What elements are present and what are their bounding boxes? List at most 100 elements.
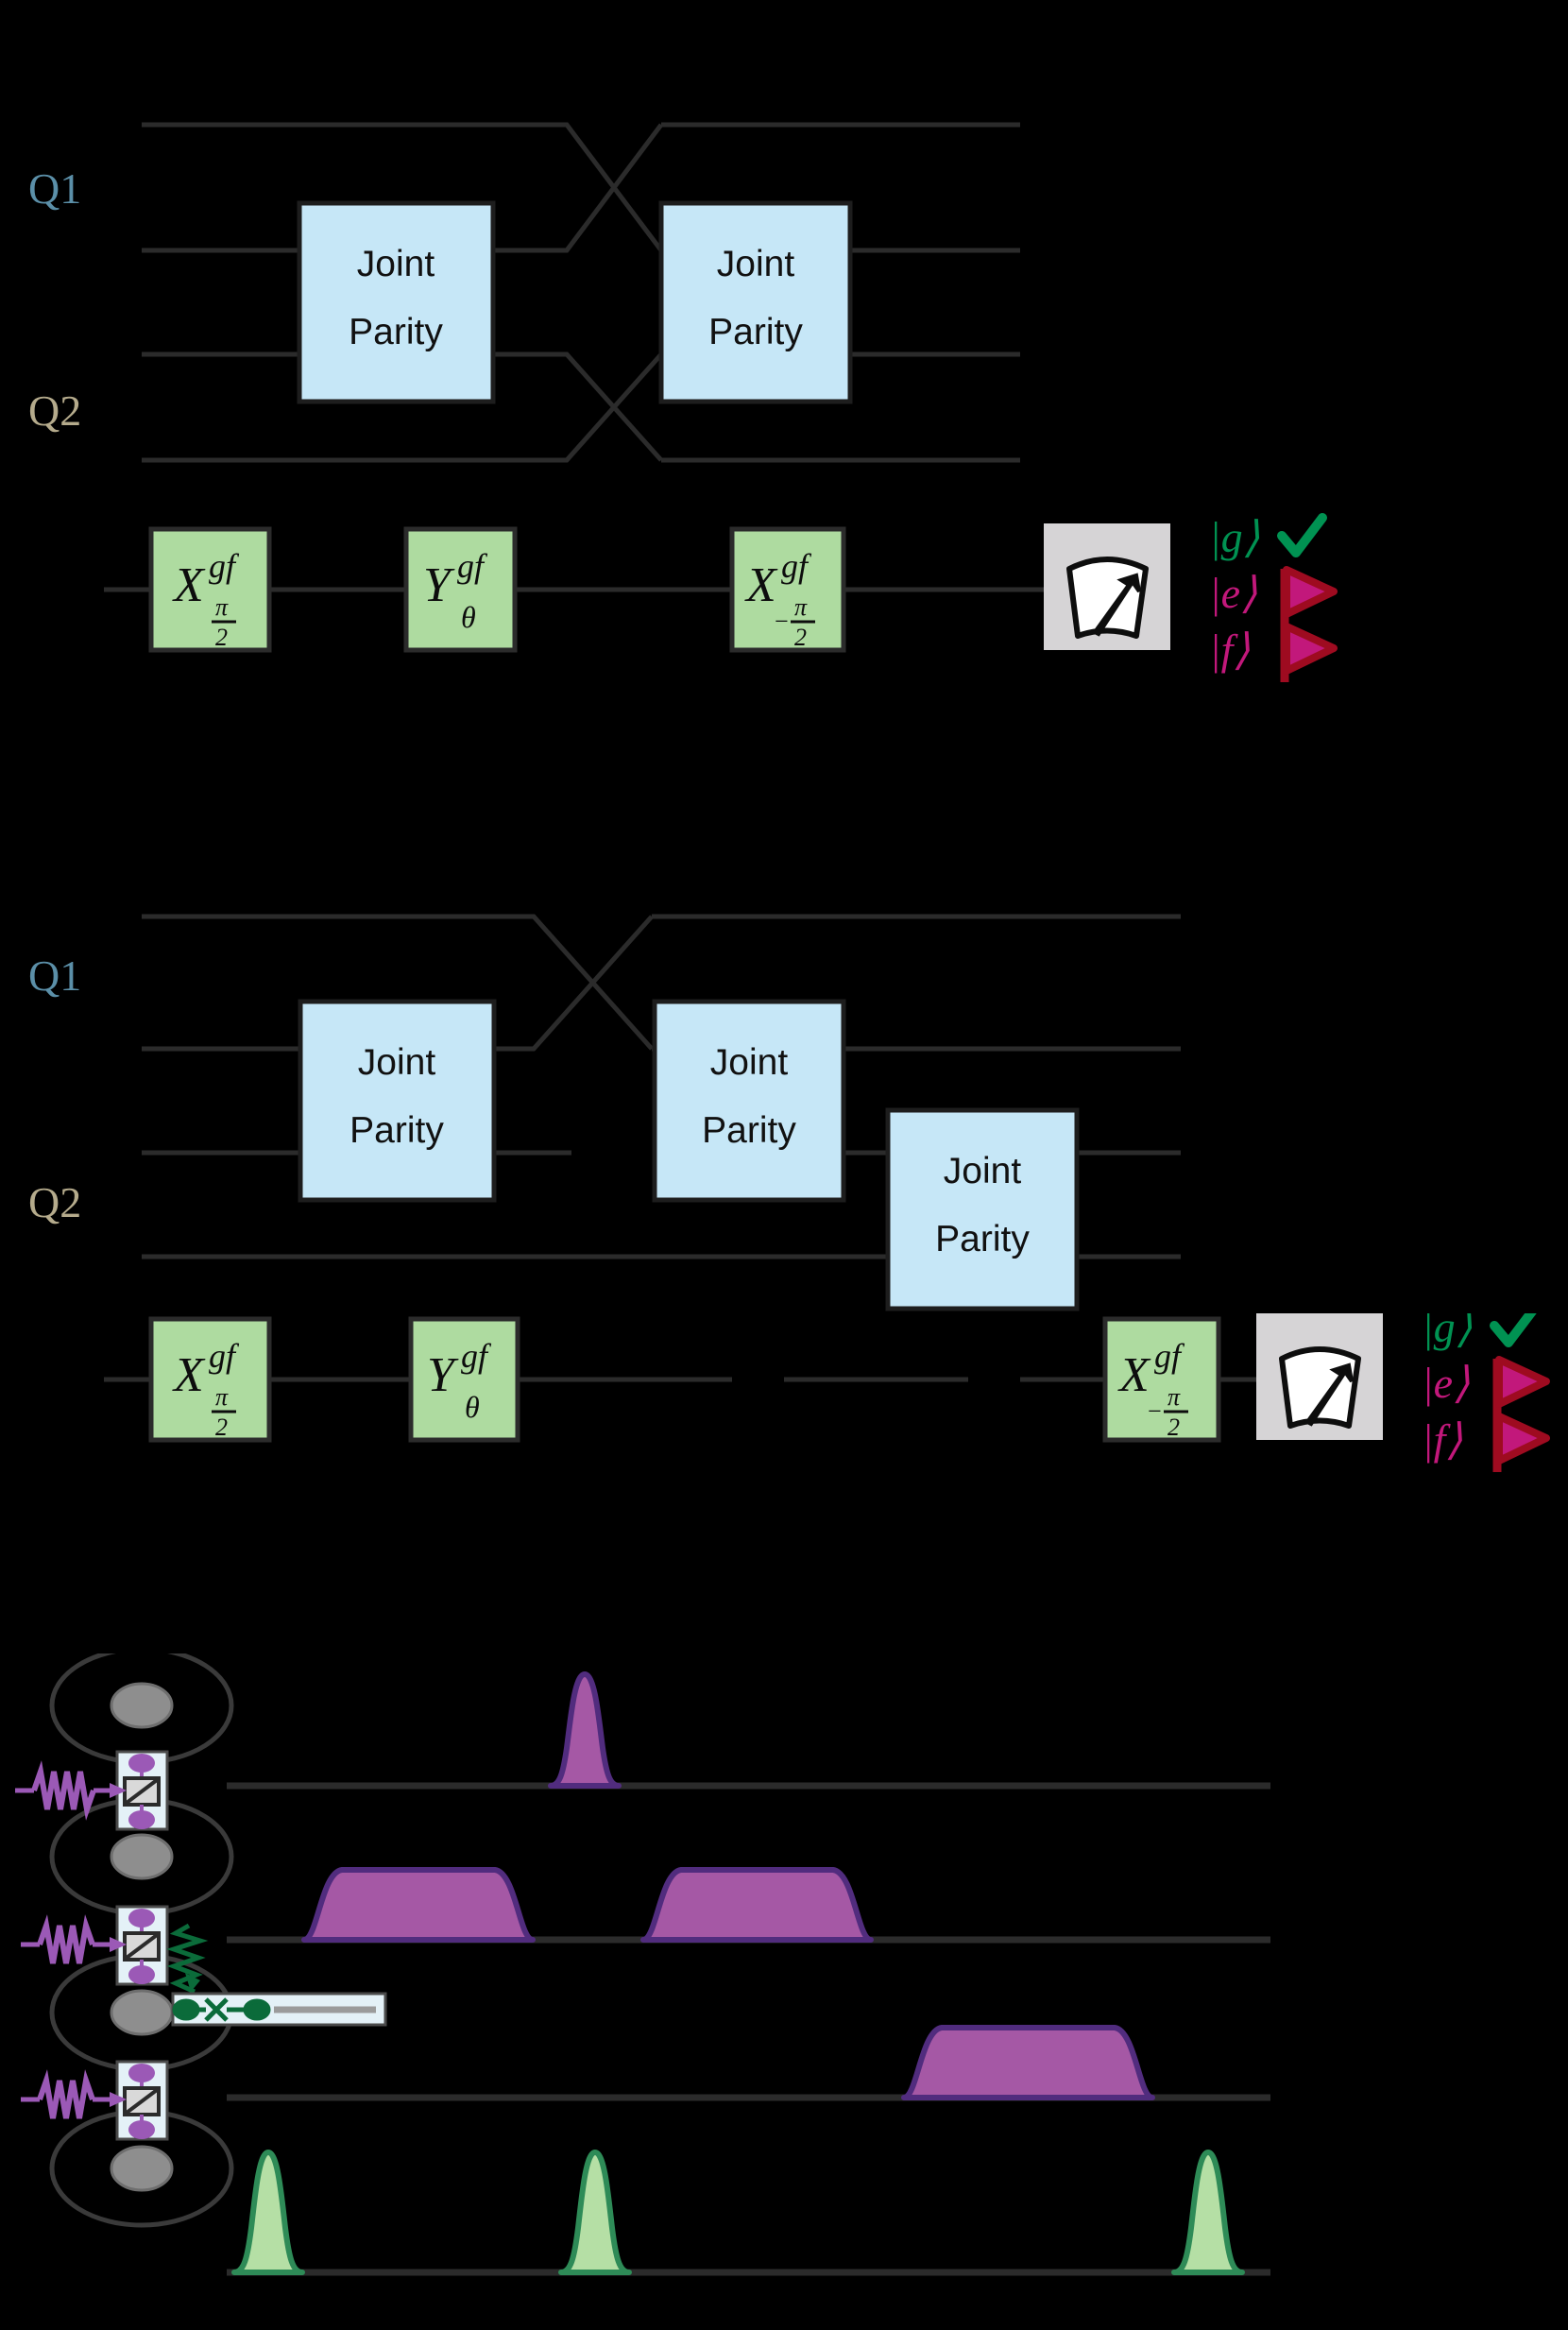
panel-b-swap-1-2 [515,914,654,1051]
panel-a-gate-2-superscript: gf [457,547,488,585]
cavity-mode-dot-2 [110,1833,174,1880]
panel-b-gate-3-subscript-sign: − [1148,1397,1162,1425]
cavity-mode-dot-4 [110,2145,174,2192]
panel-a-gate-3-symbol: X [744,558,778,612]
panel-a-gate-3-superscript: gf [781,547,812,585]
panel-b-joint-parity-box-1[interactable]: Joint Parity [298,999,497,1203]
panel-a-gate-1[interactable]: X gf π 2 [148,526,272,653]
panel-b-gate-1[interactable]: X gf π 2 [148,1316,272,1443]
joint-parity-box-1-line1: Joint [357,244,435,284]
panel-b-swap-2-1 [515,915,654,1052]
panel-a-measurement[interactable] [1044,523,1170,650]
panel-a-gate-2-subscript: θ [461,600,476,634]
panel-b-joint-parity-box-2[interactable]: Joint Parity [652,999,846,1203]
coupler-3[interactable] [115,2060,169,2141]
panel-b-gate-3[interactable]: X gf − π 2 [1102,1316,1221,1443]
pulse-channel2-flattop-2 [640,1867,874,1943]
joint-parity-box-2-line1: Joint [717,244,795,284]
panel-b-gate-3-subscript-num: π [1167,1383,1181,1411]
meter-icon [1066,557,1149,639]
panel-b-jp1-line1: Joint [358,1042,436,1083]
joint-parity-box-2[interactable]: Joint Parity [658,200,853,404]
channel-4-pulses [231,2150,1245,2275]
panel-b-gate-1-symbol: X [172,1348,206,1402]
drive-arrow-2 [21,1914,127,1964]
meter-needle-icon [1092,573,1141,637]
readout-pad-right [243,1998,271,2021]
panel-b-jp3-line1: Joint [944,1151,1022,1191]
readout-resonator[interactable] [171,1992,387,2027]
pulse-channel4-gaussian-2 [558,2150,632,2275]
swap-crossing-wires-4-3 [515,352,663,463]
panel-b-jp1-line2: Parity [349,1110,444,1151]
panel-a-gate-1-subscript-num: π [215,593,229,621]
panel-b-gate-2-subscript: θ [465,1390,480,1424]
emission-arrow [166,1923,209,1995]
panel-b-joint-parity-box-3[interactable]: Joint Parity [885,1107,1080,1311]
panel-a-gate-3-subscript-sign: − [775,608,789,635]
coupler-1-pad-bottom [128,1810,155,1829]
panel-a-gate-1-superscript: gf [209,547,240,585]
panel-a-circuit: Q1 Q2 Joint Parity Joint Parity [0,0,1568,529]
purple-wavy-arrow-icon-1 [31,1760,96,1821]
panel-b-ket-f: |f⟩ [1422,1415,1462,1464]
joint-parity-box-1-line2: Parity [349,312,443,352]
green-wavy-arrow-icon [166,1923,209,1995]
check-icon-b [1490,1313,1537,1347]
flag-icon-e-a [1283,566,1338,618]
panel-b-gate-3-subscript-den: 2 [1167,1413,1180,1441]
panel-b-measurement[interactable] [1256,1313,1383,1440]
coupler-2-pad-bottom [128,1965,155,1984]
panel-a-outcome-f: |f⟩ [1209,623,1338,682]
flag-icon-e-b [1495,1356,1550,1408]
panel-a-gate-3-subscript-num: π [794,593,808,621]
readout-junction-icon [204,1997,229,2022]
panel-b-jp3-line2: Parity [935,1219,1030,1259]
swap-crossing-wires-3-4 [515,351,663,462]
panel-b-outcome-g: |g⟩ [1422,1313,1537,1351]
pulse-channel1-gaussian-1 [548,1671,622,1789]
pulse-channel3-flattop-1 [901,2025,1155,2100]
pulse-channel4-gaussian-3 [1171,2150,1245,2275]
panel-a-outcome-e: |e⟩ [1209,566,1338,625]
check-icon-a [1277,513,1327,557]
panel-b-ancilla-row: X gf π 2 Y gf θ X gf − π 2 |g⟩ |e⟩ |f⟩ [0,1313,1568,1531]
panel-b-gate-3-superscript: gf [1154,1337,1185,1375]
panel-b-q1-label: Q1 [28,951,81,1000]
panel-b-gate-2-superscript: gf [461,1337,492,1375]
pulse-channel2-flattop-1 [301,1867,536,1943]
channel-3-pulses [901,2025,1155,2100]
joint-parity-box-2-line2: Parity [708,312,803,352]
panel-b-jp2-line2: Parity [702,1110,796,1151]
panel-b-ket-g: |g⟩ [1422,1313,1473,1351]
panel-a-gate-1-symbol: X [172,558,206,612]
panel-b-q2-label: Q2 [28,1178,81,1226]
drive-arrow-3 [21,2069,127,2119]
panel-a-q1-label: Q1 [28,164,81,213]
panel-b-gate-2[interactable]: Y gf θ [408,1316,520,1443]
swap-crossing-wires-1-2 [515,122,663,252]
panel-a-outcome-g: |g⟩ [1209,513,1327,561]
panel-a-ket-g: |g⟩ [1209,513,1260,561]
cavity-mode-dot-1 [110,1682,174,1729]
channel-2-pulses [301,1867,874,1943]
panel-a-ket-f: |f⟩ [1209,625,1250,674]
panel-b-jp2-line1: Joint [710,1042,789,1083]
flag-icon-f-b [1495,1413,1550,1465]
device-schematic [15,1653,387,2228]
channel-1-pulses [548,1671,622,1789]
panel-a-gate-3[interactable]: X gf − π 2 [729,526,846,653]
panel-a-gate-1-subscript-den: 2 [215,624,228,651]
coupler-2[interactable] [115,1905,169,1986]
joint-parity-box-1[interactable]: Joint Parity [297,200,496,404]
panel-b-outcome-f: |f⟩ [1422,1413,1550,1472]
pulse-channel4-gaussian-1 [231,2150,305,2275]
purple-wavy-arrow-icon-2 [37,1914,95,1964]
panel-c-device-and-pulses [0,1653,1568,2330]
panel-a-ancilla-row: X gf π 2 Y gf θ X gf − π 2 |g⟩ |e⟩ |f⟩ [0,510,1568,699]
panel-a-ket-e: |e⟩ [1209,569,1257,617]
panel-a-gate-2[interactable]: Y gf θ [403,526,518,653]
panel-b-gate-2-symbol: Y [427,1348,459,1402]
panel-b-outcome-e: |e⟩ [1422,1356,1550,1415]
meter-needle-icon-b [1304,1362,1354,1427]
